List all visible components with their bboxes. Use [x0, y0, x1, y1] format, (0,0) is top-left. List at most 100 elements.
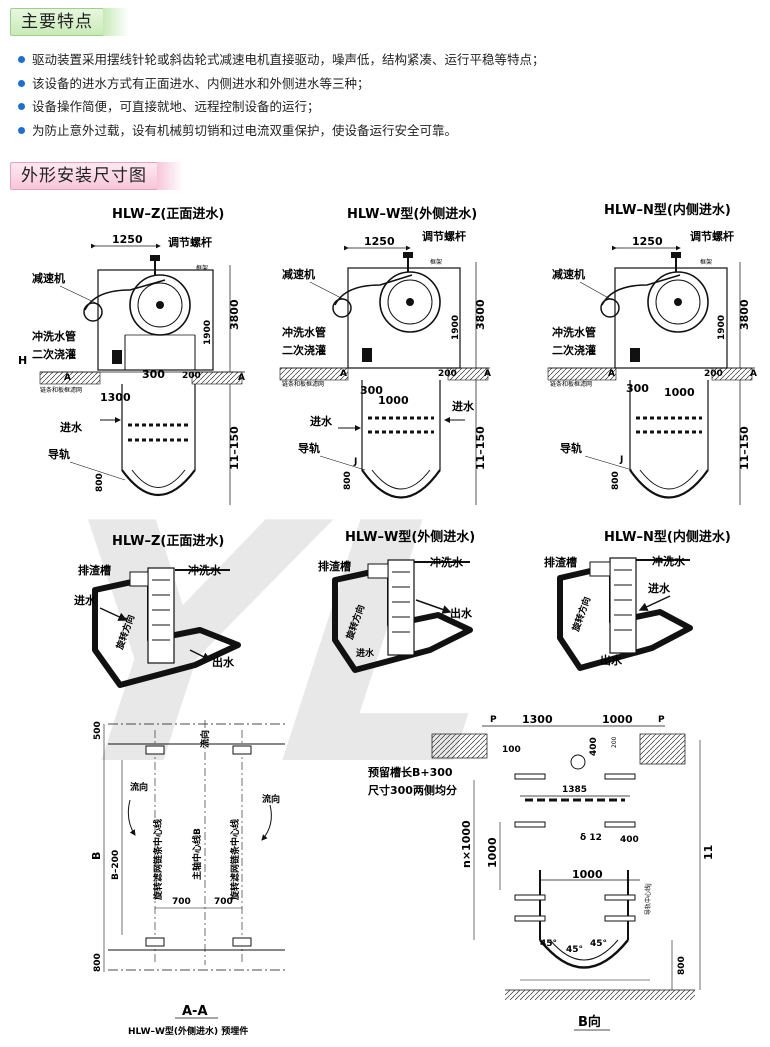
section-title-dimensions: 外形安装尺寸图 — [10, 162, 183, 190]
bullet-icon — [18, 103, 25, 110]
feature-list: 驱动装置采用摆线针轮或斜齿轮式减速电机直接驱动，噪声低，结构紧凑、运行平稳等特点… — [18, 48, 758, 142]
callout-label: 框架 — [430, 258, 442, 266]
dim-label: 1000 — [572, 868, 603, 881]
elevation-n: HLW–N型(内侧进水) 1250 调节螺杆 框架 减速机 冲洗水管 二次浇灌 … — [547, 202, 757, 505]
dim-label: 1000 — [378, 394, 409, 407]
dim-label: 500 — [93, 721, 103, 740]
mark-label: H — [18, 354, 27, 367]
angle-label: 45° — [590, 939, 607, 949]
callout-label: 链条和板框滤网 — [282, 380, 324, 388]
callout-label: 旋转滤网链条中心线 — [152, 819, 164, 901]
isometric-z: HLW–Z(正面进水) 排渣槽 冲洗水 进水 旋转方向 出水 — [74, 533, 241, 688]
callout-label: 排渣槽 — [78, 563, 111, 577]
dim-label: 700 — [172, 897, 191, 907]
dim-label: 300 — [360, 384, 383, 397]
dim-label: 800 — [93, 953, 103, 972]
dim-label: 1385 — [562, 785, 587, 795]
callout-label: 流向 — [199, 730, 211, 748]
caption: HLW–W型(外侧进水) 预埋件 — [128, 1025, 248, 1037]
callout-label: 导轨 — [48, 447, 70, 461]
feature-item: 设备操作简便，可直接就地、远程控制设备的运行； — [18, 95, 758, 119]
callout-label: 链条和板框滤网 — [40, 386, 82, 394]
callout-label: 减速机 — [552, 267, 585, 281]
callout-label: 调节螺杆 — [690, 229, 734, 243]
plan-view-aa: 500 B B–200 800 流向 流向 流向 旋转滤网链条中心线 主轴中心线… — [90, 720, 285, 1037]
elevation-w: HLW–W型(外侧进水) 1250 调节螺杆 框架 减速机 冲洗水管 二次浇灌 … — [279, 206, 491, 505]
mark-label: J — [353, 457, 357, 467]
dim-label: 1900 — [203, 320, 213, 345]
dim-label: 700 — [214, 897, 233, 907]
view-b: P P 1300 1000 100 400 200 预留槽长B+300 尺寸30… — [368, 713, 715, 1031]
callout-label: 冲洗水管 — [552, 325, 596, 339]
isometric-w: HLW–W型(外侧进水) 排渣槽 冲洗水 进水 旋转方向 出水 — [318, 529, 475, 673]
dim-label: 11–150 — [738, 426, 751, 470]
callout-label: 减速机 — [282, 267, 315, 281]
dim-label: 1300 — [522, 713, 553, 726]
dim-label: 300 — [142, 368, 165, 381]
dim-label: 1000 — [664, 386, 695, 399]
callout-label: 主轴中心线B — [191, 828, 203, 880]
callout-label: 进水 — [648, 581, 671, 595]
section-label: A-A — [182, 1004, 208, 1019]
diagram-title: HLW–W型(外侧进水) — [347, 206, 477, 222]
dim-label: 100 — [502, 745, 521, 755]
callout-label: 进水 — [74, 593, 97, 607]
mark-label: A — [750, 369, 757, 379]
dim-label: 800 — [611, 471, 621, 490]
callout-label: 调节螺杆 — [168, 235, 212, 249]
dim-label: 1300 — [100, 391, 131, 404]
bullet-icon — [18, 79, 25, 87]
mark-label: A — [340, 369, 347, 379]
callout-label: 进水 — [310, 414, 333, 428]
dim-label: 200 — [182, 371, 201, 381]
callout-label: 冲洗水 — [188, 563, 222, 577]
callout-label: 进水 — [452, 399, 475, 413]
dim-label: 400 — [589, 737, 599, 756]
callout-label: 预留槽长B+300 — [368, 765, 453, 779]
callout-label: 链条和板框滤网 — [550, 380, 592, 388]
dim-label: δ 12 — [580, 833, 602, 843]
dim-label: 1250 — [632, 235, 663, 248]
mark-label: P — [658, 715, 665, 725]
dim-label: 1900 — [451, 315, 461, 340]
mark-label: A — [484, 369, 491, 379]
dim-label: 800 — [95, 473, 105, 492]
callout-label: 冲洗水 — [430, 555, 464, 569]
callout-label: 导轨中心线J — [644, 883, 652, 915]
isometric-n: HLW–N型(内侧进水) 排渣槽 冲洗水 进水 旋转方向 出水 — [544, 529, 731, 671]
dim-label: 200 — [438, 369, 457, 379]
callout-label: 出水 — [212, 655, 235, 669]
dim-label: 1250 — [364, 235, 395, 248]
diagram-title: HLW–Z(正面进水) — [112, 533, 224, 549]
dim-label: 400 — [620, 835, 639, 845]
mark-label: J — [619, 455, 623, 465]
dim-label: 3800 — [738, 299, 751, 330]
callout-label: 导轨 — [298, 441, 320, 455]
callout-label: 流向 — [262, 793, 280, 805]
mark-label: A — [238, 373, 245, 383]
dim-label: 11–150 — [228, 426, 241, 470]
callout-label: 排渣槽 — [544, 555, 577, 569]
angle-label: 45° — [566, 945, 583, 955]
watermark-logo: YL — [0, 454, 562, 838]
callout-label: 出水 — [450, 606, 473, 620]
bullet-icon — [18, 126, 25, 134]
dim-label: 11 — [702, 845, 715, 860]
feature-item: 该设备的进水方式有正面进水、内侧进水和外侧进水等三种； — [18, 72, 758, 96]
dim-label: B — [90, 852, 103, 860]
callout-label: 调节螺杆 — [422, 229, 466, 243]
section-title-features: 主要特点 — [10, 8, 129, 36]
callout-label: 出水 — [600, 653, 623, 667]
caption: B向 — [578, 1014, 601, 1030]
dim-label: 300 — [626, 382, 649, 395]
dim-label: 800 — [677, 956, 687, 975]
dim-label: 1900 — [717, 315, 727, 340]
callout-label: 进水 — [60, 420, 83, 434]
dim-label: 200 — [704, 369, 723, 379]
angle-label: 45° — [540, 939, 557, 949]
dim-label: 1000 — [602, 713, 633, 726]
dim-label: 1250 — [112, 233, 143, 246]
callout-label: 冲洗水管 — [282, 325, 326, 339]
dim-label: B–200 — [111, 850, 121, 880]
